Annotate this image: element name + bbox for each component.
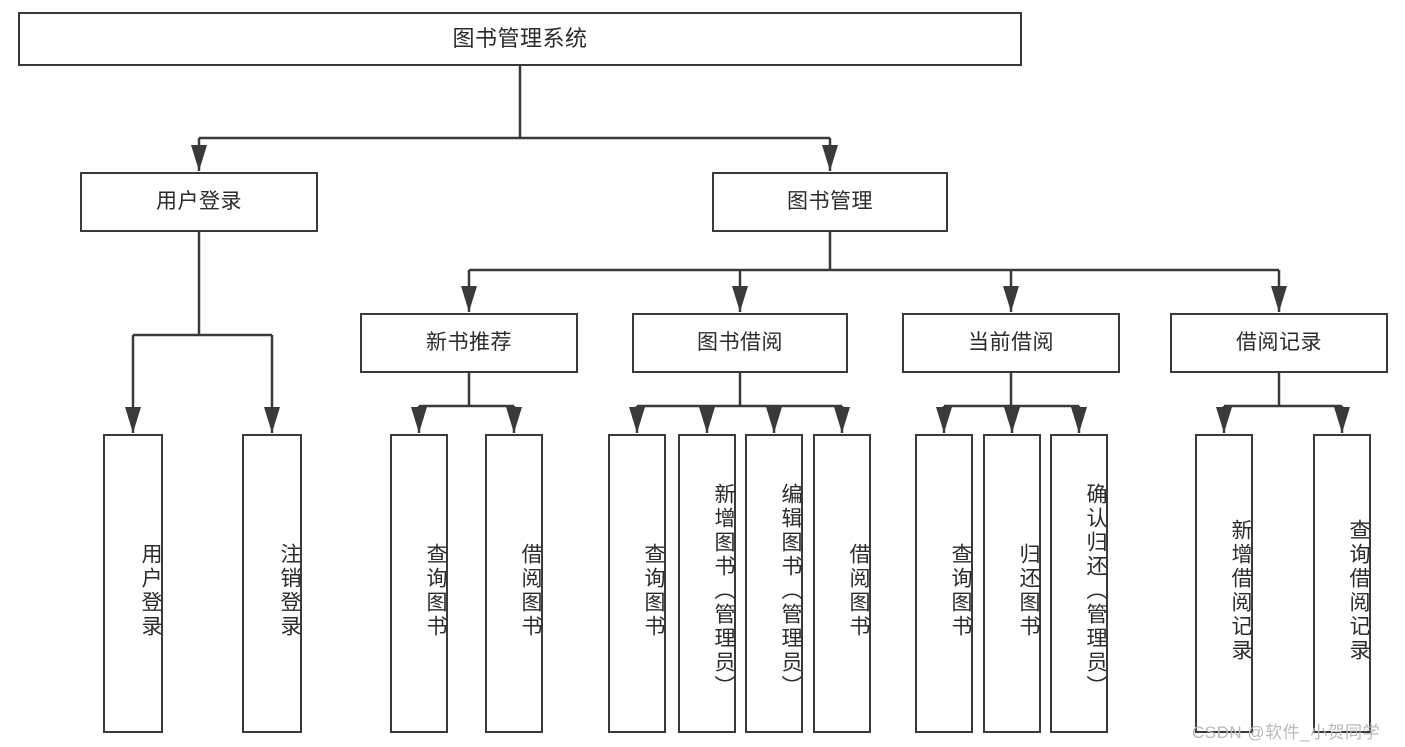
node-current[interactable]: 当前借阅 bbox=[902, 313, 1120, 373]
edge-arrowhead bbox=[1334, 407, 1350, 433]
node-label: 图书借阅 bbox=[697, 331, 783, 355]
node-label: 归还图书 bbox=[1017, 542, 1040, 639]
node-label: 查询借阅记录 bbox=[1347, 518, 1370, 663]
node-label: 新书推荐 bbox=[426, 331, 512, 355]
edge-arrowhead bbox=[732, 286, 748, 312]
node-label: 确认归还（管理员） bbox=[1084, 482, 1107, 699]
node-nb-borrow[interactable]: 借阅图书 bbox=[485, 434, 543, 733]
edge-arrowhead bbox=[629, 407, 645, 433]
node-login[interactable]: 用户登录 bbox=[80, 172, 318, 232]
edge-arrowhead bbox=[834, 407, 850, 433]
edge-arrowhead bbox=[1071, 407, 1087, 433]
node-label: 图书管理系统 bbox=[452, 25, 588, 51]
node-label: 查询图书 bbox=[949, 542, 972, 639]
edge-arrowhead bbox=[125, 407, 141, 433]
edge-arrowhead bbox=[191, 145, 207, 171]
node-label: 查询图书 bbox=[424, 542, 447, 639]
edge-arrowhead bbox=[411, 407, 427, 433]
edge-arrowhead bbox=[1271, 286, 1287, 312]
edge-arrowhead bbox=[699, 407, 715, 433]
node-userlogin[interactable]: 用户登录 bbox=[103, 434, 163, 733]
node-cu-query[interactable]: 查询图书 bbox=[915, 434, 973, 733]
node-label: 用户登录 bbox=[139, 542, 162, 639]
node-label: 图书管理 bbox=[787, 190, 873, 214]
node-bo-edit[interactable]: 编辑图书（管理员） bbox=[745, 434, 803, 733]
node-label: 借阅图书 bbox=[847, 542, 870, 639]
edge-arrowhead bbox=[264, 407, 280, 433]
edge-arrowhead bbox=[822, 145, 838, 171]
node-label: 用户登录 bbox=[156, 190, 242, 214]
edge-arrowhead bbox=[506, 407, 522, 433]
node-borrow[interactable]: 图书借阅 bbox=[632, 313, 848, 373]
node-label: 借阅记录 bbox=[1236, 331, 1322, 355]
edge-arrowhead bbox=[1216, 407, 1232, 433]
node-record[interactable]: 借阅记录 bbox=[1170, 313, 1388, 373]
edge-arrowhead bbox=[1004, 407, 1020, 433]
node-label: 编辑图书（管理员） bbox=[779, 482, 802, 699]
node-userlogout[interactable]: 注销登录 bbox=[242, 434, 302, 733]
csdn-watermark: CSDN @软件_小贺同学 bbox=[1192, 723, 1381, 742]
edge-arrowhead bbox=[936, 407, 952, 433]
node-re-add[interactable]: 新增借阅记录 bbox=[1195, 434, 1253, 733]
node-label: 查询图书 bbox=[642, 542, 665, 639]
node-bo-borrow[interactable]: 借阅图书 bbox=[813, 434, 871, 733]
node-root[interactable]: 图书管理系统 bbox=[18, 12, 1022, 66]
node-re-query[interactable]: 查询借阅记录 bbox=[1313, 434, 1371, 733]
edge-arrowhead bbox=[1003, 286, 1019, 312]
node-cu-return[interactable]: 归还图书 bbox=[983, 434, 1041, 733]
node-bo-query[interactable]: 查询图书 bbox=[608, 434, 666, 733]
node-label: 借阅图书 bbox=[519, 542, 542, 639]
node-nb-query[interactable]: 查询图书 bbox=[390, 434, 448, 733]
node-label: 注销登录 bbox=[278, 542, 301, 639]
node-label: 当前借阅 bbox=[968, 331, 1054, 355]
node-cu-confirm[interactable]: 确认归还（管理员） bbox=[1050, 434, 1108, 733]
node-newbook[interactable]: 新书推荐 bbox=[360, 313, 578, 373]
node-bo-add[interactable]: 新增图书（管理员） bbox=[678, 434, 736, 733]
edge-arrowhead bbox=[461, 286, 477, 312]
edge-arrowhead bbox=[766, 407, 782, 433]
node-label: 新增图书（管理员） bbox=[712, 482, 735, 699]
node-label: 新增借阅记录 bbox=[1229, 518, 1252, 663]
node-bookmgmt[interactable]: 图书管理 bbox=[712, 172, 948, 232]
